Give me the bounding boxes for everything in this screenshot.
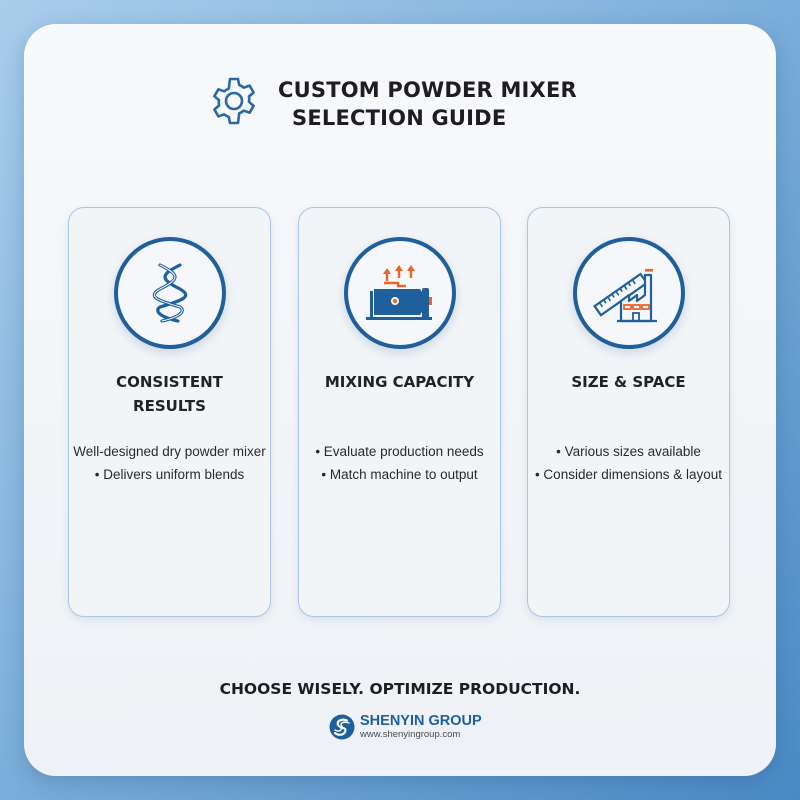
card-line: • Consider dimensions & layout [534,467,723,482]
brand-block: SHENYIN GROUP www.shenyingroup.com [329,714,482,740]
title-line-2: SELECTION GUIDE [292,106,507,130]
card-size-space: SIZE & SPACE • Various sizes available •… [527,207,730,617]
ruler-factory-icon [593,269,657,323]
tagline: CHOOSE WISELY. OPTIMIZE PRODUCTION. [219,680,581,698]
title-line-1: CUSTOM POWDER MIXER [278,78,577,102]
card-line: • Various sizes available [556,444,701,459]
card-title-line-2: RESULTS [133,397,206,415]
card-consistent-results: CONSISTENT RESULTS Well-designed dry pow… [68,207,271,617]
card-line: Well-designed dry powder mixer [73,444,266,459]
brand-name: SHENYIN GROUP [360,713,482,729]
card-body: • Evaluate production needs • Match mach… [299,440,500,486]
mixer-machine-icon [366,265,432,320]
card-title: SIZE & SPACE [528,370,729,394]
shenyin-logo-icon [329,714,355,740]
card-line: • Evaluate production needs [315,444,484,459]
icon-badge [344,237,456,349]
icon-badge [573,237,685,349]
icon-badge [114,237,226,349]
card-title-line-1: SIZE & SPACE [571,373,686,391]
braided-helix-icon [152,263,188,323]
card-mixing-capacity: MIXING CAPACITY • Evaluate production ne… [298,207,501,617]
card-title: MIXING CAPACITY [299,370,500,394]
card-body: Well-designed dry powder mixer • Deliver… [69,440,270,486]
card-line: • Delivers uniform blends [94,467,245,482]
card-title: CONSISTENT RESULTS [69,370,270,418]
card-title-line-1: MIXING CAPACITY [324,373,475,391]
infographic-panel: CUSTOM POWDER MIXER SELECTION GUIDE CONS… [24,24,776,776]
gear-icon [213,77,255,125]
card-body: • Various sizes available • Consider dim… [528,440,729,486]
card-title-line-1: CONSISTENT [116,373,223,391]
page-title: CUSTOM POWDER MIXER SELECTION GUIDE [278,76,577,132]
brand-text: SHENYIN GROUP www.shenyingroup.com [360,713,482,741]
brand-url: www.shenyingroup.com [360,729,461,740]
card-line: • Match machine to output [321,467,478,482]
